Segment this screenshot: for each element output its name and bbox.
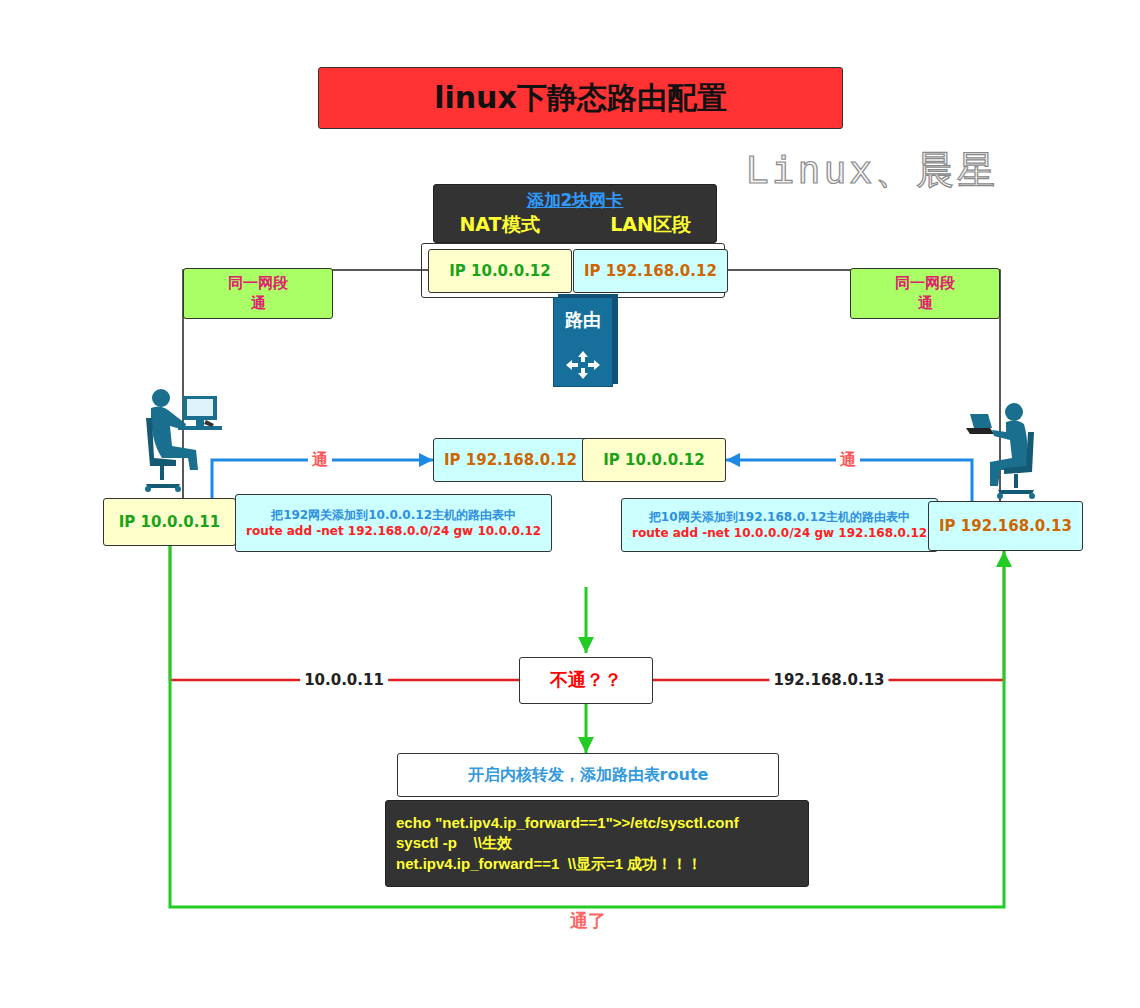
node-subtext: route add -net 10.0.0.0/24 gw 192.168.0.… bbox=[632, 525, 927, 541]
nic-box: IP 192.168.0.12 bbox=[573, 249, 728, 293]
connector-group bbox=[170, 270, 1004, 907]
edge-label: 通 bbox=[308, 450, 332, 471]
connector bbox=[170, 546, 1004, 907]
node-text: IP 192.168.0.12 bbox=[444, 450, 577, 470]
edge-label: 192.168.0.13 bbox=[769, 671, 888, 689]
node-text: IP 10.0.0.11 bbox=[119, 512, 221, 532]
router-arrows bbox=[563, 350, 603, 380]
router-icon: 路由 bbox=[553, 297, 613, 387]
command-box: echo "net.ipv4.ip_forward==1">>/etc/sysc… bbox=[385, 800, 809, 887]
route-note: 把10网关添加到192.168.0.12主机的路由表中route add -ne… bbox=[621, 498, 938, 552]
step-box: 开启内核转发，添加路由表route bbox=[397, 753, 779, 797]
node-text: IP 192.168.0.13 bbox=[939, 516, 1072, 536]
edge-label: 通了 bbox=[566, 909, 610, 933]
node-text: 同一网段 通 bbox=[889, 273, 961, 314]
nic-header: 添加2块网卡NAT模式 LAN区段 bbox=[433, 184, 717, 243]
host-box: IP 192.168.0.13 bbox=[928, 501, 1083, 551]
ip-box: IP 10.0.0.12 bbox=[582, 438, 726, 482]
connector bbox=[653, 551, 1004, 680]
node-text: IP 192.168.0.12 bbox=[584, 261, 717, 281]
node-text: IP 10.0.0.12 bbox=[603, 450, 705, 470]
node-text: 开启内核转发，添加路由表route bbox=[468, 764, 709, 786]
flow-arrow bbox=[585, 587, 588, 653]
node-subtext: route add -net 192.168.0.0/24 gw 10.0.0.… bbox=[246, 523, 541, 539]
computer-user-icon bbox=[145, 389, 222, 492]
route-note: 把192网关添加到10.0.0.12主机的路由表中route add -net … bbox=[235, 494, 552, 552]
segment-note: 同一网段 通 bbox=[183, 268, 333, 319]
title-banner: linux下静态路由配置 bbox=[318, 67, 843, 129]
node-text: 添加2块网卡 bbox=[527, 189, 624, 212]
node-subtext: net.ipv4.ip_forward==1 \\显示=1 成功！！！ bbox=[396, 854, 702, 874]
node-text: 把10网关添加到192.168.0.12主机的路由表中 bbox=[649, 509, 911, 525]
edge-label: 通 bbox=[836, 450, 860, 471]
nic-box: IP 10.0.0.12 bbox=[428, 249, 572, 293]
node-text: IP 10.0.0.12 bbox=[449, 261, 551, 281]
node-subtext: LAN区段 bbox=[610, 212, 691, 238]
node-text: echo "net.ipv4.ip_forward==1">>/etc/sysc… bbox=[396, 813, 739, 833]
host-box: IP 10.0.0.11 bbox=[103, 498, 236, 546]
node-text: 同一网段 通 bbox=[222, 273, 294, 314]
node-subtext: sysctl -p \\生效 bbox=[396, 833, 512, 853]
watermark: Linux、晨星 bbox=[746, 145, 998, 196]
node-text: 把192网关添加到10.0.0.12主机的路由表中 bbox=[271, 507, 516, 523]
title-text: linux下静态路由配置 bbox=[434, 78, 727, 119]
connector bbox=[170, 546, 519, 680]
status-box: 不通？？ bbox=[519, 657, 653, 704]
node-subtext: NAT模式 bbox=[459, 212, 539, 238]
node-text: 路由 bbox=[565, 308, 601, 332]
laptop-user-icon bbox=[966, 403, 1035, 499]
node-text: 不通？？ bbox=[550, 668, 622, 692]
connector bbox=[585, 704, 588, 753]
segment-note: 同一网段 通 bbox=[850, 268, 1000, 319]
edge-label: 10.0.0.11 bbox=[300, 671, 388, 689]
ip-box: IP 192.168.0.12 bbox=[433, 438, 588, 482]
